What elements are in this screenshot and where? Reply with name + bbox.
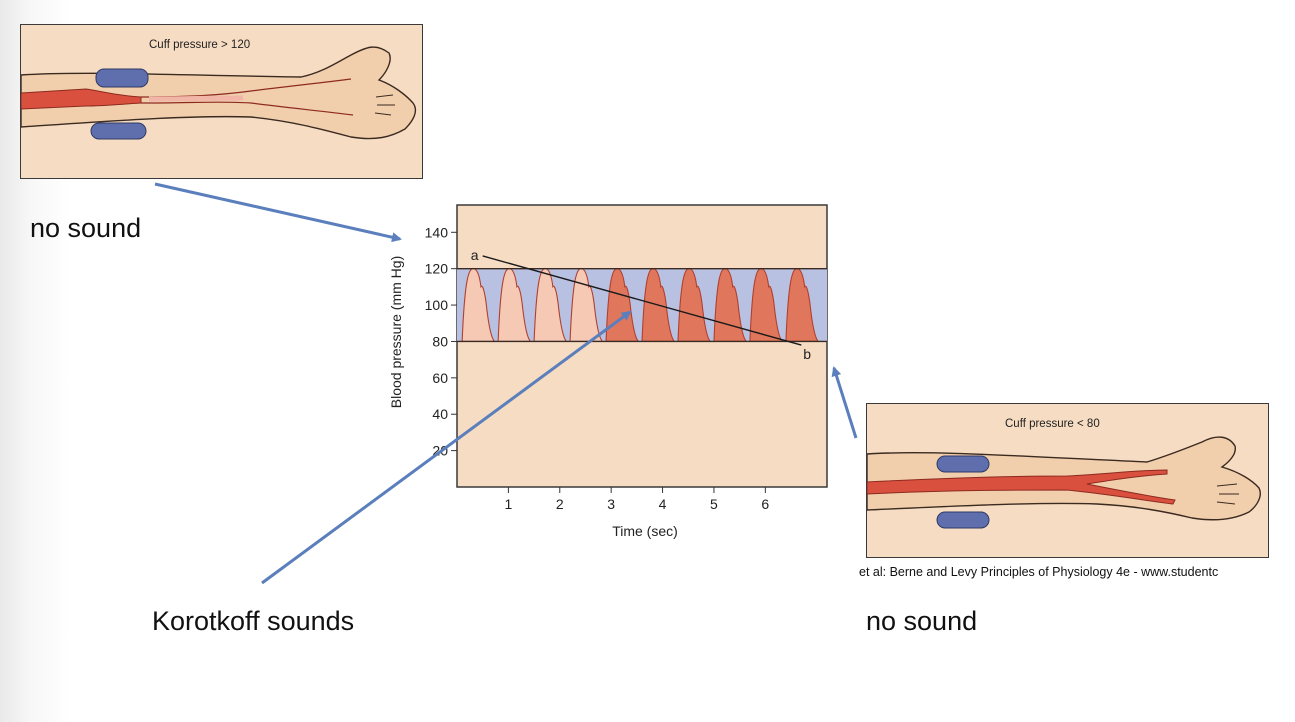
cuff-pressure-line: [482, 255, 802, 346]
x-tick-label: 1: [504, 496, 512, 512]
x-tick-label: 6: [761, 496, 769, 512]
y-tick-label: 140: [425, 224, 449, 240]
no-sound-left-label: no sound: [30, 213, 142, 243]
plot-area: [456, 204, 828, 488]
y-tick-label: 100: [425, 297, 449, 313]
x-tick-label: 4: [659, 496, 667, 512]
no-sound-right-label: no sound: [866, 606, 978, 636]
pressure-pulse: [677, 267, 712, 343]
cuff-line-label-a: a: [471, 247, 479, 263]
x-tick-label: 3: [607, 496, 615, 512]
cuff-caption-top: Cuff pressure > 120: [149, 39, 251, 51]
pressure-pulse: [749, 267, 784, 343]
x-axis-label: Time (sec): [612, 523, 678, 539]
y-tick-label: 80: [432, 333, 448, 349]
blood-pressure-chart: a b 140 120 100 80 60 40 20 1 2 3 4 5 6 Time (sec) Blo…: [388, 204, 828, 539]
arm-panel-bottom: Cuff pressure < 80: [866, 403, 1269, 558]
source-credit: et al: Berne and Levy Principles of Phys…: [859, 565, 1219, 579]
y-tick-label: 120: [425, 261, 449, 277]
arm-panel-top: Cuff pressure > 120: [20, 24, 423, 179]
y-tick-label: 60: [432, 370, 448, 386]
cuff-caption-bottom: Cuff pressure < 80: [1005, 418, 1100, 430]
arm-illustration-top: [21, 46, 417, 140]
arrow-bottom-to-b: [831, 366, 858, 439]
arm-illustration-bottom: [867, 436, 1261, 529]
y-tick-label: 20: [432, 443, 448, 459]
y-tick-label: 40: [432, 406, 448, 422]
pressure-pulse: [785, 267, 820, 343]
arrow-top-to-140: [154, 182, 402, 243]
x-tick-label: 5: [710, 496, 718, 512]
korotkoff-sounds-label: Korotkoff sounds: [152, 606, 355, 636]
cuff-line-label-b: b: [803, 346, 811, 362]
x-tick-label: 2: [556, 496, 564, 512]
y-axis-label: Blood pressure (mm Hg): [388, 256, 404, 409]
